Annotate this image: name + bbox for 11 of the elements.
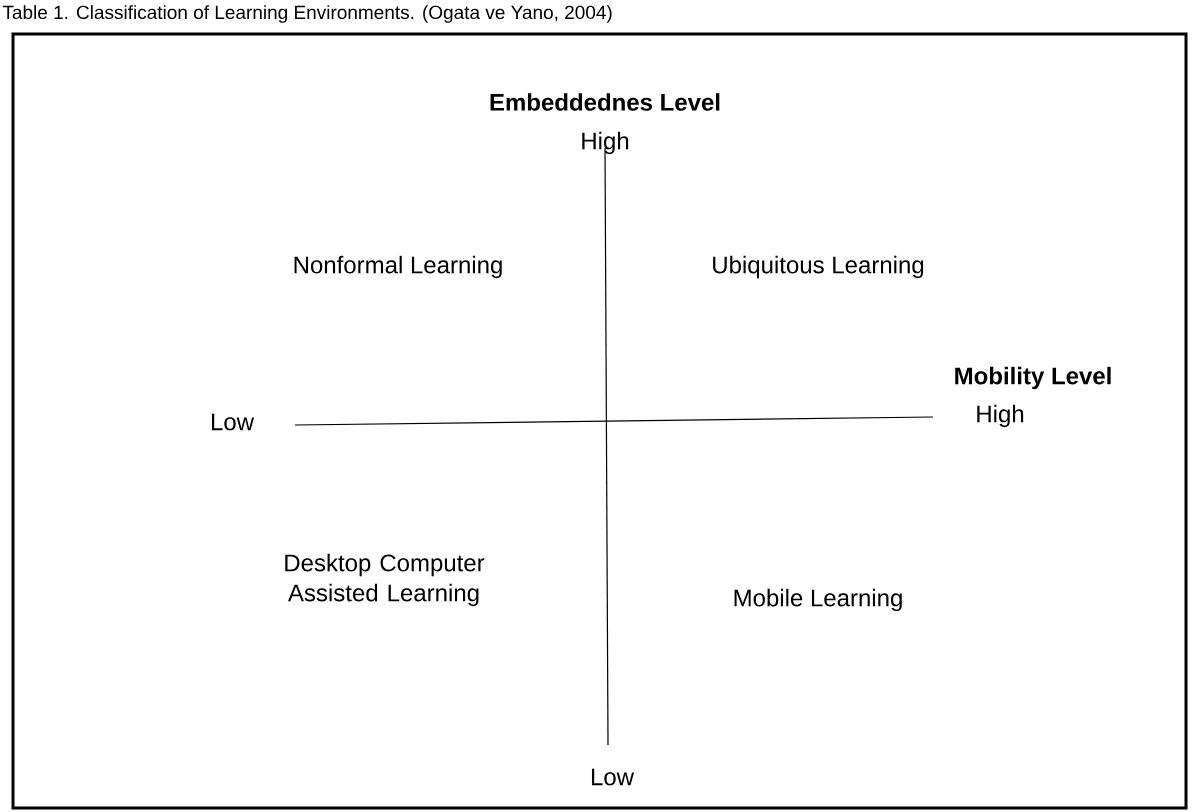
axis-title: Mobility Level <box>955 366 1111 390</box>
axis-title: Embeddednes Level <box>490 93 720 111</box>
quadrant-label: Nonformal Learning <box>294 255 502 279</box>
quadrant-label: Desktop Computer Assisted Learning <box>285 553 485 607</box>
quadrant-label: Mobile Learning <box>734 588 902 612</box>
axis-end-label: Low <box>211 413 255 431</box>
axis-end-label: High <box>977 404 1024 428</box>
quadrant-label: Ubiquitous Learning <box>713 255 924 279</box>
axis-end-label: Low <box>591 768 635 786</box>
table-caption: Table 1. Classification of Learning Environments. (Ogata ve Yano, 2004) <box>2 5 612 23</box>
axis-end-label: High <box>582 131 629 155</box>
